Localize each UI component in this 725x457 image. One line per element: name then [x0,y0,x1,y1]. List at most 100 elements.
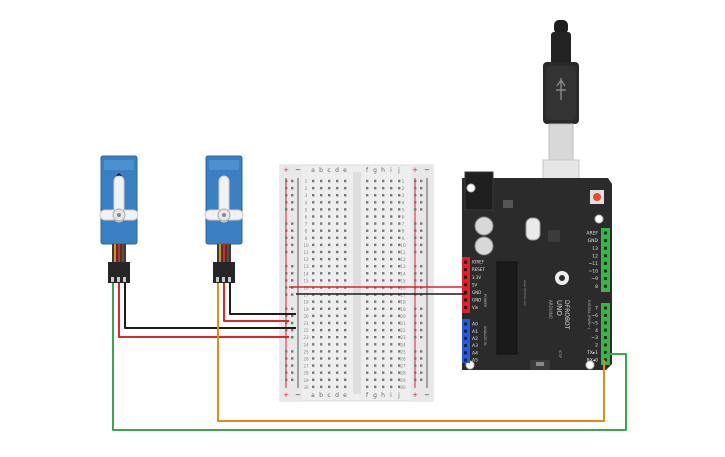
breadboard-row-label: 15 [400,278,406,283]
breadboard-row-label: 20 [303,314,309,319]
breadboard-row-label: 23 [400,335,406,340]
breadboard-row-label: 5 [305,207,308,212]
breadboard-row-label: 1 [305,179,308,184]
servo-2[interactable] [204,155,244,283]
power-header-label: POWER [483,294,487,308]
digital-pin-label: RX◂0 [587,357,598,363]
digital-pin-label: ~10 [589,269,599,275]
rail-plus-label: + [412,391,418,399]
wire-servo2-power[interactable] [223,283,289,322]
digital-pin-label: 4 [595,328,598,334]
analog-pin-label: A2 [472,336,478,342]
breadboard-row-label: 3 [402,193,405,198]
breadboard-row-label: 26 [303,357,309,362]
model-label: UNO [555,300,563,316]
digital-pin-label: ~5 [591,320,598,326]
breadboard-column-label: c [327,167,330,174]
breadboard-row-label: 13 [303,264,309,269]
breadboard-row-label: 24 [303,342,309,347]
digital-pin-label: ~3 [591,335,598,341]
wires [112,283,627,431]
wire-servo2-signal[interactable] [217,283,605,422]
breadboard-column-label: h [381,392,385,399]
breadboard-row-label: 18 [303,300,309,305]
digital-pin-label: ~9 [591,276,598,282]
servo-1[interactable] [99,155,139,283]
breadboard-column-label: a [311,392,315,399]
power-pin-label: GND [472,298,481,303]
wire-servo1-signal[interactable] [112,283,627,431]
breadboard-row-label: 9 [305,236,308,241]
usb-icon [556,78,566,100]
reset-button[interactable] [593,193,601,201]
breadboard-row-label: 2 [402,186,405,191]
breadboard-column-label: b [319,392,323,399]
arduino-uno[interactable]: DFROBOT UNO ARDUINO www.dfrobot.com ICSP… [462,171,612,370]
digital-pin-label: 7 [595,306,598,312]
breadboard-row-label: 14 [303,271,309,276]
analog-pin-label: A5 [472,358,478,364]
breadboard-row-label: 10 [303,243,309,248]
crystal [525,217,541,241]
breadboard-row-label: 3 [305,193,308,198]
wire-servo2-ground[interactable] [229,283,296,315]
breadboard-row-label: 6 [305,215,308,220]
power-pin-label: 3.3V [472,275,481,280]
rail-plus-label: + [283,391,289,399]
wire-servo1-power[interactable] [118,283,289,338]
breadboard-column-label: j [397,167,400,174]
breadboard-row-label: 19 [303,307,309,312]
breadboard-column-label: i [390,167,392,174]
breadboard-row-label: 23 [303,335,309,340]
breadboard-column-label: a [311,167,315,174]
breadboard-column-label: i [390,392,392,399]
breadboard-row-label: 5 [402,207,405,212]
breadboard-row-label: 20 [400,314,406,319]
digital-pin-label: 12 [592,253,598,259]
brand-label: DFROBOT [563,300,570,330]
digital-pin-label: AREF [586,231,598,237]
breadboard-column-label: j [397,392,400,399]
digital-pin-label: 13 [592,246,598,252]
digital-pin-label: 8 [595,284,598,290]
rail-plus-label: + [412,166,418,174]
breadboard-row-label: 6 [402,215,405,220]
usb-cable[interactable] [542,20,580,201]
power-pin-label: IOREF [472,260,485,265]
digital-header-low[interactable] [601,303,610,365]
breadboard-row-label: 27 [400,364,406,369]
digital-pin-label: ~6 [591,313,598,319]
rail-minus-label: − [295,391,301,399]
breadboard-row-label: 24 [400,342,406,347]
breadboard-row-label: 10 [400,243,406,248]
breadboard-row-label: 25 [400,349,406,354]
breadboard-row-label: 1 [402,179,405,184]
breadboard-row-label: 12 [303,257,309,262]
breadboard-row-label: 14 [400,271,406,276]
breadboard-row-label: 15 [303,278,309,283]
breadboard-row-label: 19 [400,307,406,312]
analog-pin-label: A3 [472,343,478,349]
icsp-label: ICSP [558,350,562,358]
breadboard-column-label: c [327,392,330,399]
digital-header-high[interactable] [601,228,610,292]
breadboard-row-label: 22 [303,328,309,333]
breadboard-row-label: 30 [303,385,309,390]
breadboard-row-label: 4 [402,200,405,205]
dfrobot-logo [555,271,569,285]
breadboard-row-label: 28 [400,371,406,376]
analog-header[interactable] [462,319,470,363]
icsp-header [536,362,544,366]
wire-servo1-ground[interactable] [124,283,296,329]
breadboard-column-label: e [343,167,347,174]
rail-minus-label: − [295,166,301,174]
digital-pin-label: GND [588,238,599,244]
breadboard-column-label: f [366,167,369,174]
breadboard-row-label: 21 [303,321,309,326]
rail-minus-label: − [424,391,430,399]
digital-pin-label: TX▸1 [586,350,598,356]
breadboard-row-label: 11 [303,250,309,255]
